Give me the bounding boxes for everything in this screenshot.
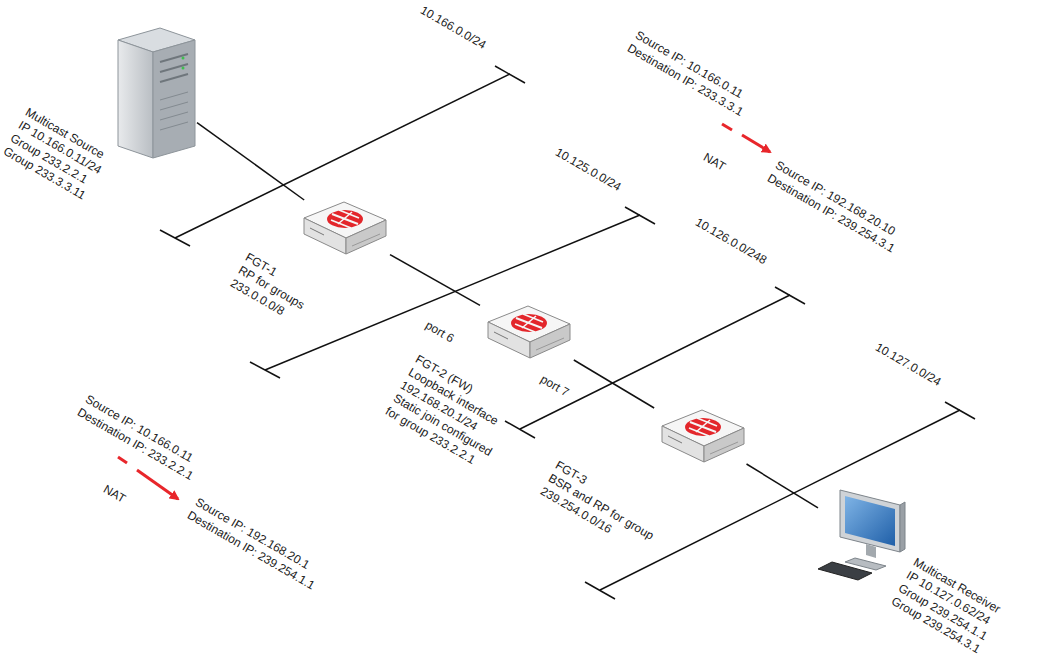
network-label: port 6 <box>423 318 457 345</box>
network-link <box>197 123 304 200</box>
firewall-icon <box>488 306 570 358</box>
device-node: FGT-3BSR and RP for group239.254.0.0/16 <box>654 408 748 464</box>
network-label: 10.126.0.0/248 <box>693 215 769 267</box>
network-link <box>747 464 818 508</box>
network-link <box>390 255 480 306</box>
device-node: FGT-1RP for groups233.0.0.0/8 <box>296 200 390 256</box>
network-label: 10.125.0.0/24 <box>553 145 624 194</box>
firewall-icon <box>304 202 386 254</box>
network-label: NAT <box>101 482 128 506</box>
server-icon <box>118 28 195 158</box>
network-label: Destination IP: 239.254.1.1 <box>185 508 317 593</box>
network-label: port 7 <box>538 372 572 399</box>
network-label: 10.166.0.0/24 <box>418 3 489 52</box>
network-link <box>574 360 654 408</box>
nat-arrow <box>722 124 770 152</box>
network-label: NAT <box>701 150 728 174</box>
network-label: 10.127.0.0/24 <box>873 340 944 389</box>
network-label: Destination IP: 239.254.3.1 <box>765 171 897 256</box>
device-node: Multicast ReceiverIP 10.127.0.62/24Group… <box>818 488 906 582</box>
workstation-icon <box>818 490 905 580</box>
subnet-line <box>505 287 805 438</box>
firewall-icon <box>662 410 744 462</box>
device-node: Multicast SourceIP 10.166.0.11/24Group 2… <box>115 26 197 160</box>
device-node: FGT-2 (FW)Loopback interface192.168.20.1… <box>480 304 574 360</box>
